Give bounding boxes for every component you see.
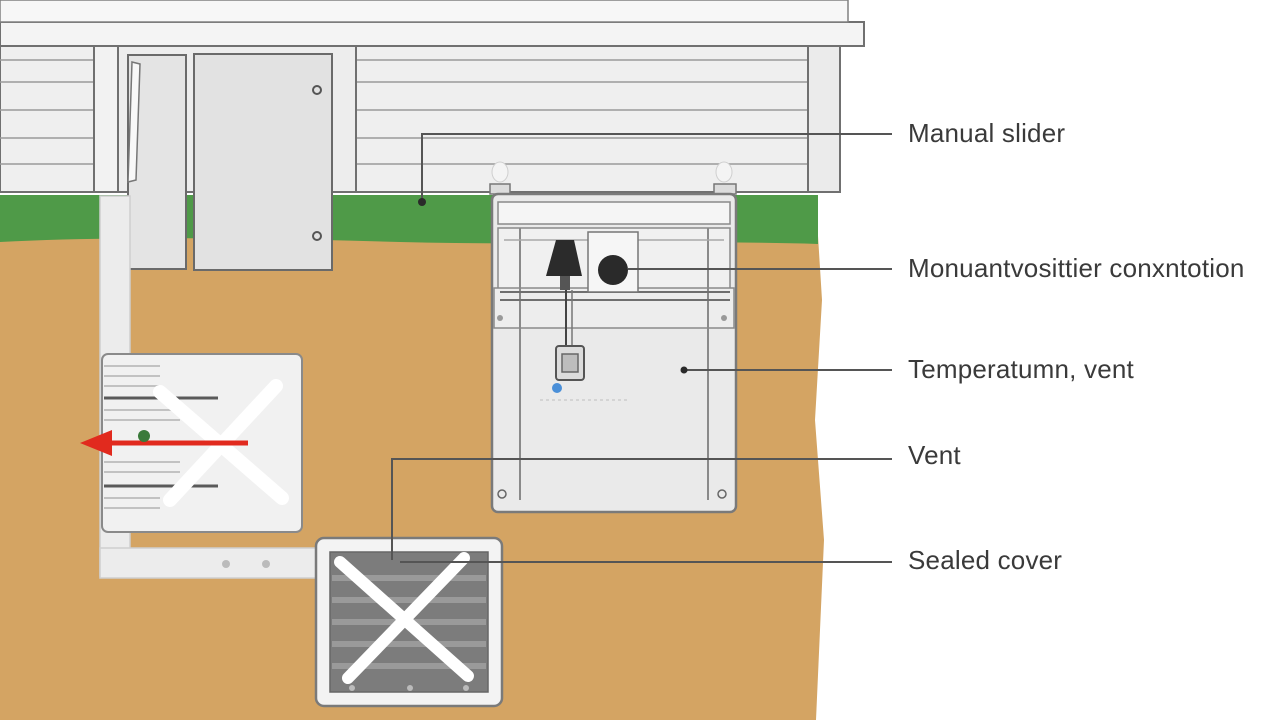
leader-dot-temperature-vent <box>680 366 688 374</box>
cross-mark-icon <box>334 552 474 684</box>
eave-trim <box>0 21 865 47</box>
label-temperature-vent: Temperatumn, vent <box>908 354 1134 384</box>
leader-dot-manual-slider <box>418 198 426 206</box>
label-vent: Vent <box>908 440 961 470</box>
leader-manual-slider <box>421 133 892 202</box>
main-vent-unit <box>489 161 738 514</box>
label-sealed-cover: Sealed cover <box>908 545 1063 575</box>
leader-lines <box>391 133 892 563</box>
door-assembly <box>93 45 357 271</box>
airflow-arrow-icon <box>80 430 248 456</box>
lock-icon <box>552 345 585 393</box>
roof-fascia <box>0 0 849 23</box>
label-manual-slider: Manual slider <box>908 118 1066 148</box>
label-monitor-connection: Monuantvosittier conxntotion <box>908 253 1245 283</box>
bell-sensor-icon <box>546 240 582 346</box>
leader-vent <box>391 458 892 560</box>
gauge-dial-icon <box>598 255 628 285</box>
